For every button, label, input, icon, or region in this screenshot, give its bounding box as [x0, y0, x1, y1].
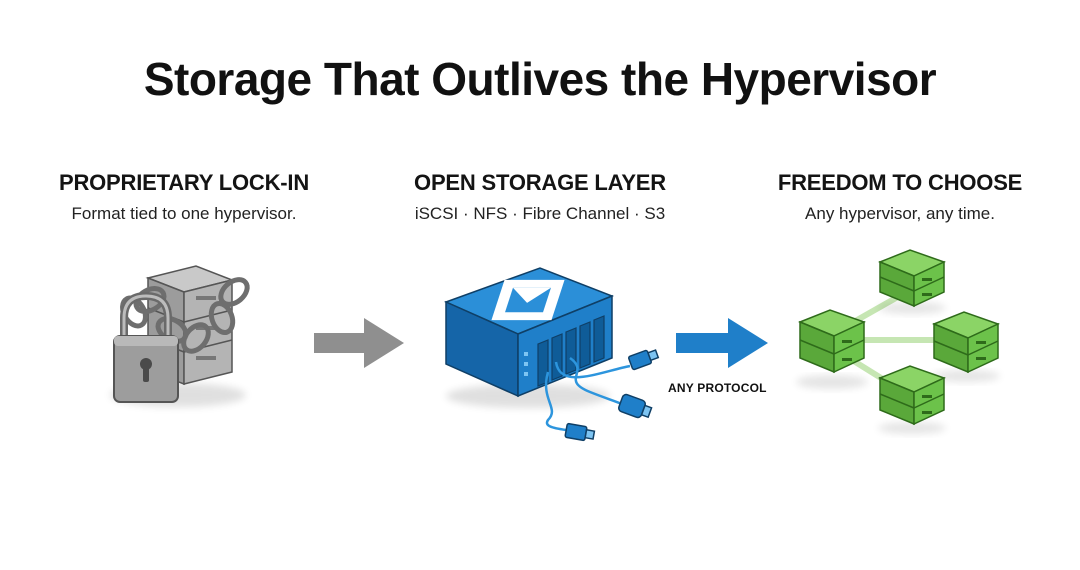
- arrow-right-icon: [676, 318, 768, 368]
- storage-array-icon: [443, 267, 660, 442]
- panel-subtitle: iSCSI · NFS · Fibre Channel · S3: [414, 204, 666, 223]
- panel-subtitle: Format tied to one hypervisor.: [71, 204, 297, 223]
- panel-heading: OPEN STORAGE LAYER: [414, 170, 666, 195]
- panel-freedom: FREEDOM TO CHOOSE Any hypervisor, any ti…: [740, 170, 1060, 224]
- locked-server-icon: [110, 265, 250, 407]
- arrow-right-icon: [314, 318, 404, 368]
- server-network-icon: [796, 249, 1000, 434]
- panel-subtitle: Any hypervisor, any time.: [805, 204, 995, 223]
- panel-lock-in: PROPRIETARY LOCK-IN Format tied to one h…: [24, 170, 344, 224]
- panel-heading: PROPRIETARY LOCK-IN: [58, 170, 310, 195]
- panel-open-storage: OPEN STORAGE LAYER iSCSI · NFS · Fibre C…: [380, 170, 700, 224]
- panel-heading: FREEDOM TO CHOOSE: [777, 170, 1023, 195]
- page-title: Storage That Outlives the Hypervisor: [143, 53, 937, 105]
- protocol-label: ANY PROTOCOL: [668, 381, 767, 395]
